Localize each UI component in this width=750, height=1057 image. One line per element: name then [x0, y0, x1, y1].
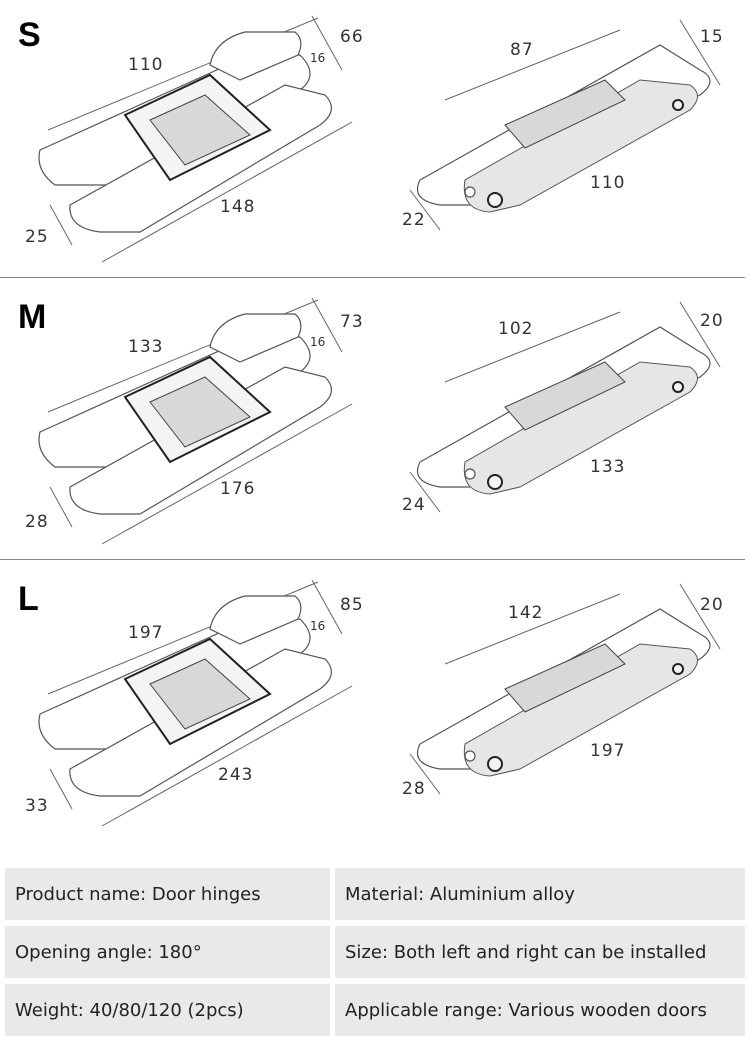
section-divider	[0, 559, 745, 560]
size-label: L	[18, 580, 39, 618]
spec-row: Product name: Door hinges Material: Alum…	[5, 868, 745, 920]
dim-width: 25	[25, 227, 49, 247]
side-view	[409, 301, 721, 513]
hinge-drawing: 197 243 85 16 33 142 20 197 28	[25, 579, 724, 827]
front-view	[38, 579, 353, 827]
dim-depth: 73	[340, 312, 364, 332]
spec-material: Material: Aluminium alloy	[335, 868, 745, 920]
side-view	[409, 19, 721, 231]
dim-side-width: 28	[402, 779, 426, 799]
dim-side-plate: 110	[590, 173, 625, 193]
size-label: M	[18, 298, 47, 336]
front-view	[38, 15, 353, 263]
spec-weight: Weight: 40/80/120 (2pcs)	[5, 984, 330, 1036]
dim-side-thickness: 15	[700, 27, 724, 47]
dim-side-thickness: 20	[700, 311, 724, 331]
spec-size: Size: Both left and right can be install…	[335, 926, 745, 978]
front-view	[38, 297, 353, 545]
dim-length: 110	[128, 55, 163, 75]
dim-side-plate: 133	[590, 457, 625, 477]
dim-depth: 85	[340, 595, 364, 615]
spec-row: Opening angle: 180° Size: Both left and …	[5, 926, 745, 978]
dim-side-thickness: 20	[700, 595, 724, 615]
size-label: S	[18, 16, 41, 54]
spec-table: Product name: Door hinges Material: Alum…	[5, 868, 745, 1042]
side-view	[409, 583, 721, 795]
dim-side-length: 102	[498, 319, 533, 339]
dim-side-width: 22	[402, 210, 426, 230]
spec-applicable-range: Applicable range: Various wooden doors	[335, 984, 745, 1036]
dim-gap: 16	[310, 335, 325, 349]
spec-product-name: Product name: Door hinges	[5, 868, 330, 920]
dim-gap: 16	[310, 51, 325, 65]
dim-side-length: 142	[508, 603, 543, 623]
spec-row: Weight: 40/80/120 (2pcs) Applicable rang…	[5, 984, 745, 1036]
dim-length: 133	[128, 337, 163, 357]
hinge-drawing: 133 176 73 16 28 102 20 133 24	[25, 297, 724, 545]
dim-total: 176	[220, 479, 255, 499]
dim-side-plate: 197	[590, 741, 625, 761]
hinge-drawing: 110 148 66 16 25 87 15 110 22	[25, 15, 724, 263]
dim-total: 148	[220, 197, 255, 217]
section-divider	[0, 277, 745, 278]
size-section-m: M 133 176 73 16 28 102	[0, 282, 750, 562]
spec-opening-angle: Opening angle: 180°	[5, 926, 330, 978]
dim-width: 28	[25, 512, 49, 532]
dim-length: 197	[128, 623, 163, 643]
dim-side-length: 87	[510, 40, 534, 60]
dim-total: 243	[218, 765, 253, 785]
size-section-l: L 197 243 85 16 33 142	[0, 564, 750, 844]
size-section-s: S 110 148 66 16 25 87 1	[0, 0, 750, 280]
dim-side-width: 24	[402, 495, 426, 515]
dim-depth: 66	[340, 27, 364, 47]
dim-gap: 16	[310, 619, 325, 633]
dim-width: 33	[25, 796, 49, 816]
